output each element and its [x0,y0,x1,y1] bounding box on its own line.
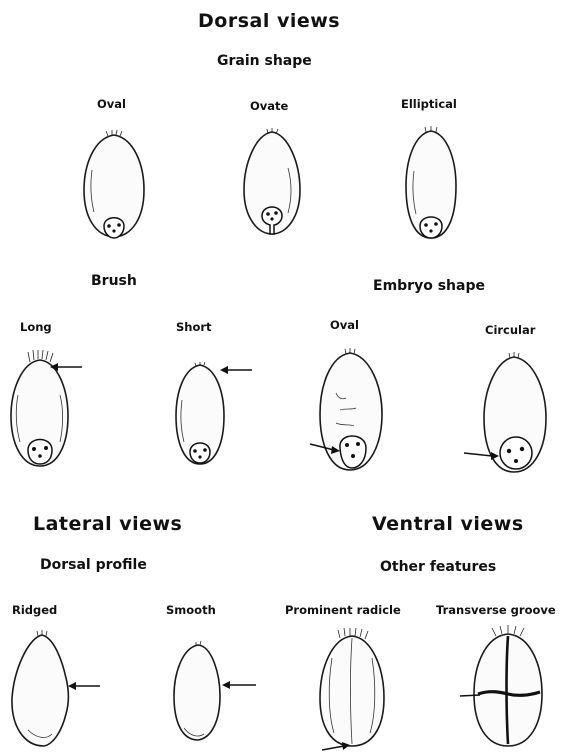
grain-prominent-radicle-illustration [312,628,394,752]
brush-heading: Brush [91,273,137,289]
embryo [500,437,532,469]
lateral-views-title: Lateral views [33,513,182,535]
label-long-brush: Long [20,320,52,334]
dorsal-views-title: Dorsal views [198,10,340,32]
label-ovate-grain: Ovate [250,99,288,113]
label-elliptical-grain: Elliptical [401,97,457,111]
label-short-brush: Short [176,320,212,334]
grain-smooth-profile-illustration [170,640,260,746]
label-circular-embryo: Circular [485,323,535,337]
pointer-arrow [460,695,480,696]
grain-ovate-illustration [238,128,306,240]
pointer-arrow [322,746,344,750]
embryo [420,217,442,238]
grain-circular-embryo-illustration [462,352,552,476]
label-oval-grain: Oval [97,97,126,111]
ventral-views-title: Ventral views [372,513,524,535]
grain-long-brush-illustration [6,350,86,472]
label-ridged: Ridged [12,603,57,617]
embryo [104,218,124,238]
grain-oval-illustration [78,130,150,242]
pointer-arrow [464,453,492,456]
label-prominent-radicle: Prominent radicle [285,603,401,617]
embryo-shape-heading: Embryo shape [373,278,485,294]
dorsal-profile-heading: Dorsal profile [40,557,147,573]
embryo [340,436,366,468]
grain-short-brush-illustration [170,360,256,468]
grain-elliptical-illustration [400,126,462,244]
grain-ridged-profile-illustration [8,630,104,750]
grain-transverse-groove-illustration [456,624,566,752]
grain-shape-heading: Grain shape [217,53,312,69]
label-transverse-groove: Transverse groove [436,603,556,617]
embryo [28,440,52,465]
other-features-heading: Other features [380,559,496,575]
label-oval-embryo: Oval [330,318,359,332]
embryo [190,443,210,463]
label-smooth: Smooth [166,603,216,617]
grain-oval-embryo-illustration [306,348,392,476]
